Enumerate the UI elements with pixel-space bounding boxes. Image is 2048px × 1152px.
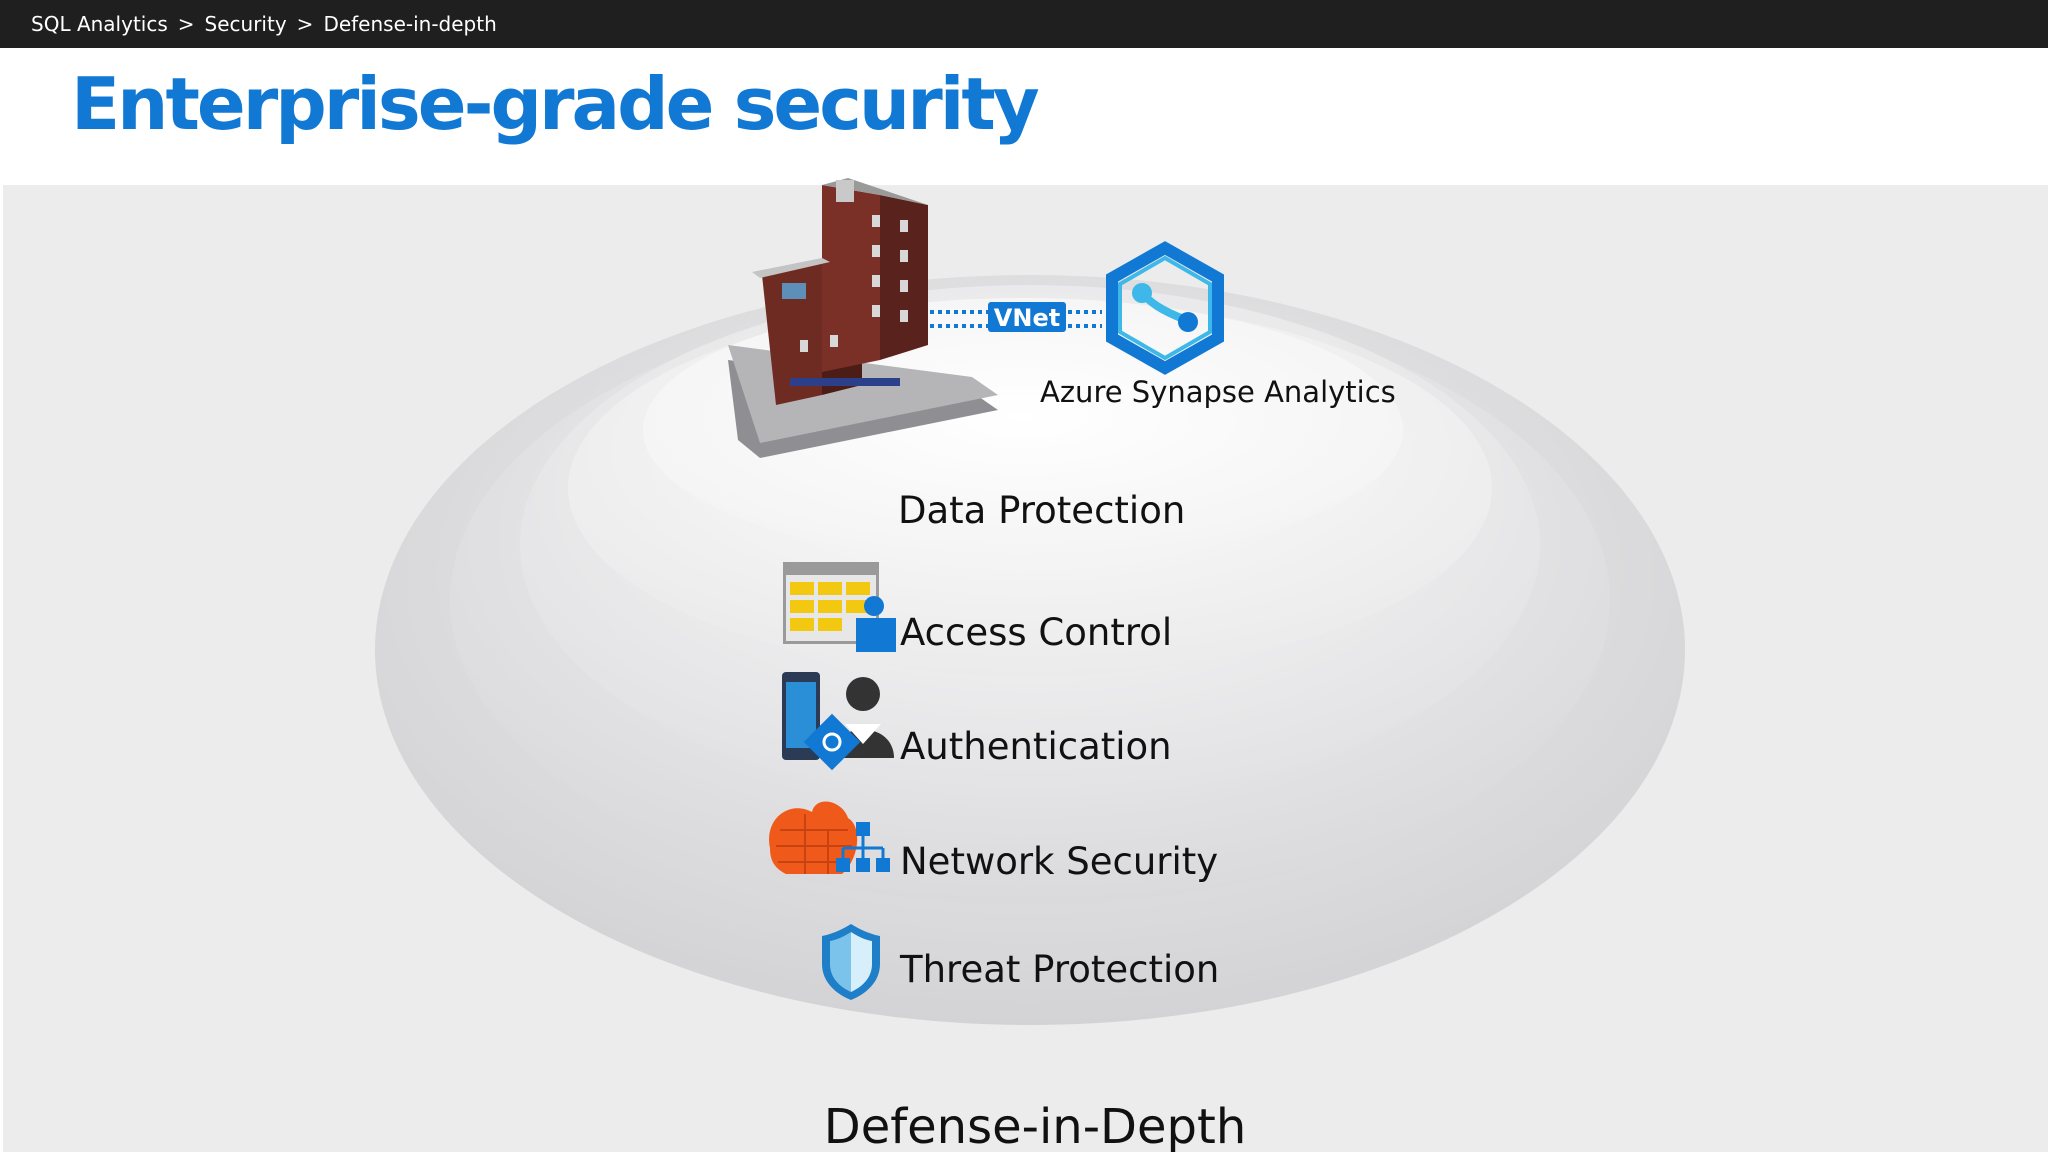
breadcrumb-defense-in-depth[interactable]: Defense-in-depth [323,12,497,36]
authentication-icon [782,672,894,771]
shield-icon [822,924,880,1000]
breadcrumb-sql-analytics[interactable]: SQL Analytics [31,12,168,36]
vnet-connector: VNet [930,302,1102,332]
service-label: Azure Synapse Analytics [1040,375,1396,409]
breadcrumb-separator: > [296,12,314,36]
layer-label-authentication: Authentication [900,725,1172,768]
layer-label-threat-protection: Threat Protection [899,948,1219,991]
layer-label-data-protection: Data Protection [898,489,1185,532]
layer-label-access-control: Access Control [900,611,1172,654]
vnet-badge [988,302,1066,332]
synapse-icon [1106,241,1224,375]
layer-label-network-security: Network Security [900,840,1218,883]
diagram-footer: Defense-in-Depth [824,1099,1246,1152]
page-title: Enterprise-grade security [71,62,1040,146]
breadcrumb-separator: > [177,12,195,36]
firewall-icon [769,801,890,874]
access-control-icon [783,562,896,652]
breadcrumb-bar: SQL Analytics > Security > Defense-in-de… [0,0,2048,48]
building-icon [728,178,998,458]
breadcrumb-security[interactable]: Security [204,12,287,36]
vnet-label: VNet [994,304,1060,332]
